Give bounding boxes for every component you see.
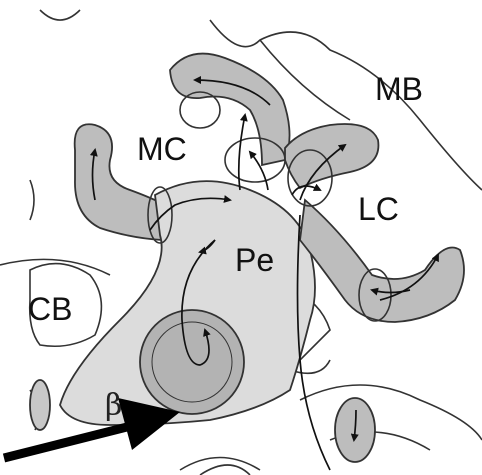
label-mb: MB [375,71,423,107]
cb-left-outline [0,259,110,275]
bottom-outline [180,458,260,471]
left-mid-outline [30,180,34,220]
label-mc: MC [137,131,187,167]
label-beta: β [105,388,122,423]
top-outline [40,10,80,20]
label-pe: Pe [235,242,274,278]
label-cb: CB [28,291,72,327]
label-lc: LC [358,191,399,227]
bottom-inner [200,465,250,475]
trace-mb-rise [239,115,245,190]
bottom-right-outline [300,385,482,440]
left-small-lobe [30,380,50,430]
